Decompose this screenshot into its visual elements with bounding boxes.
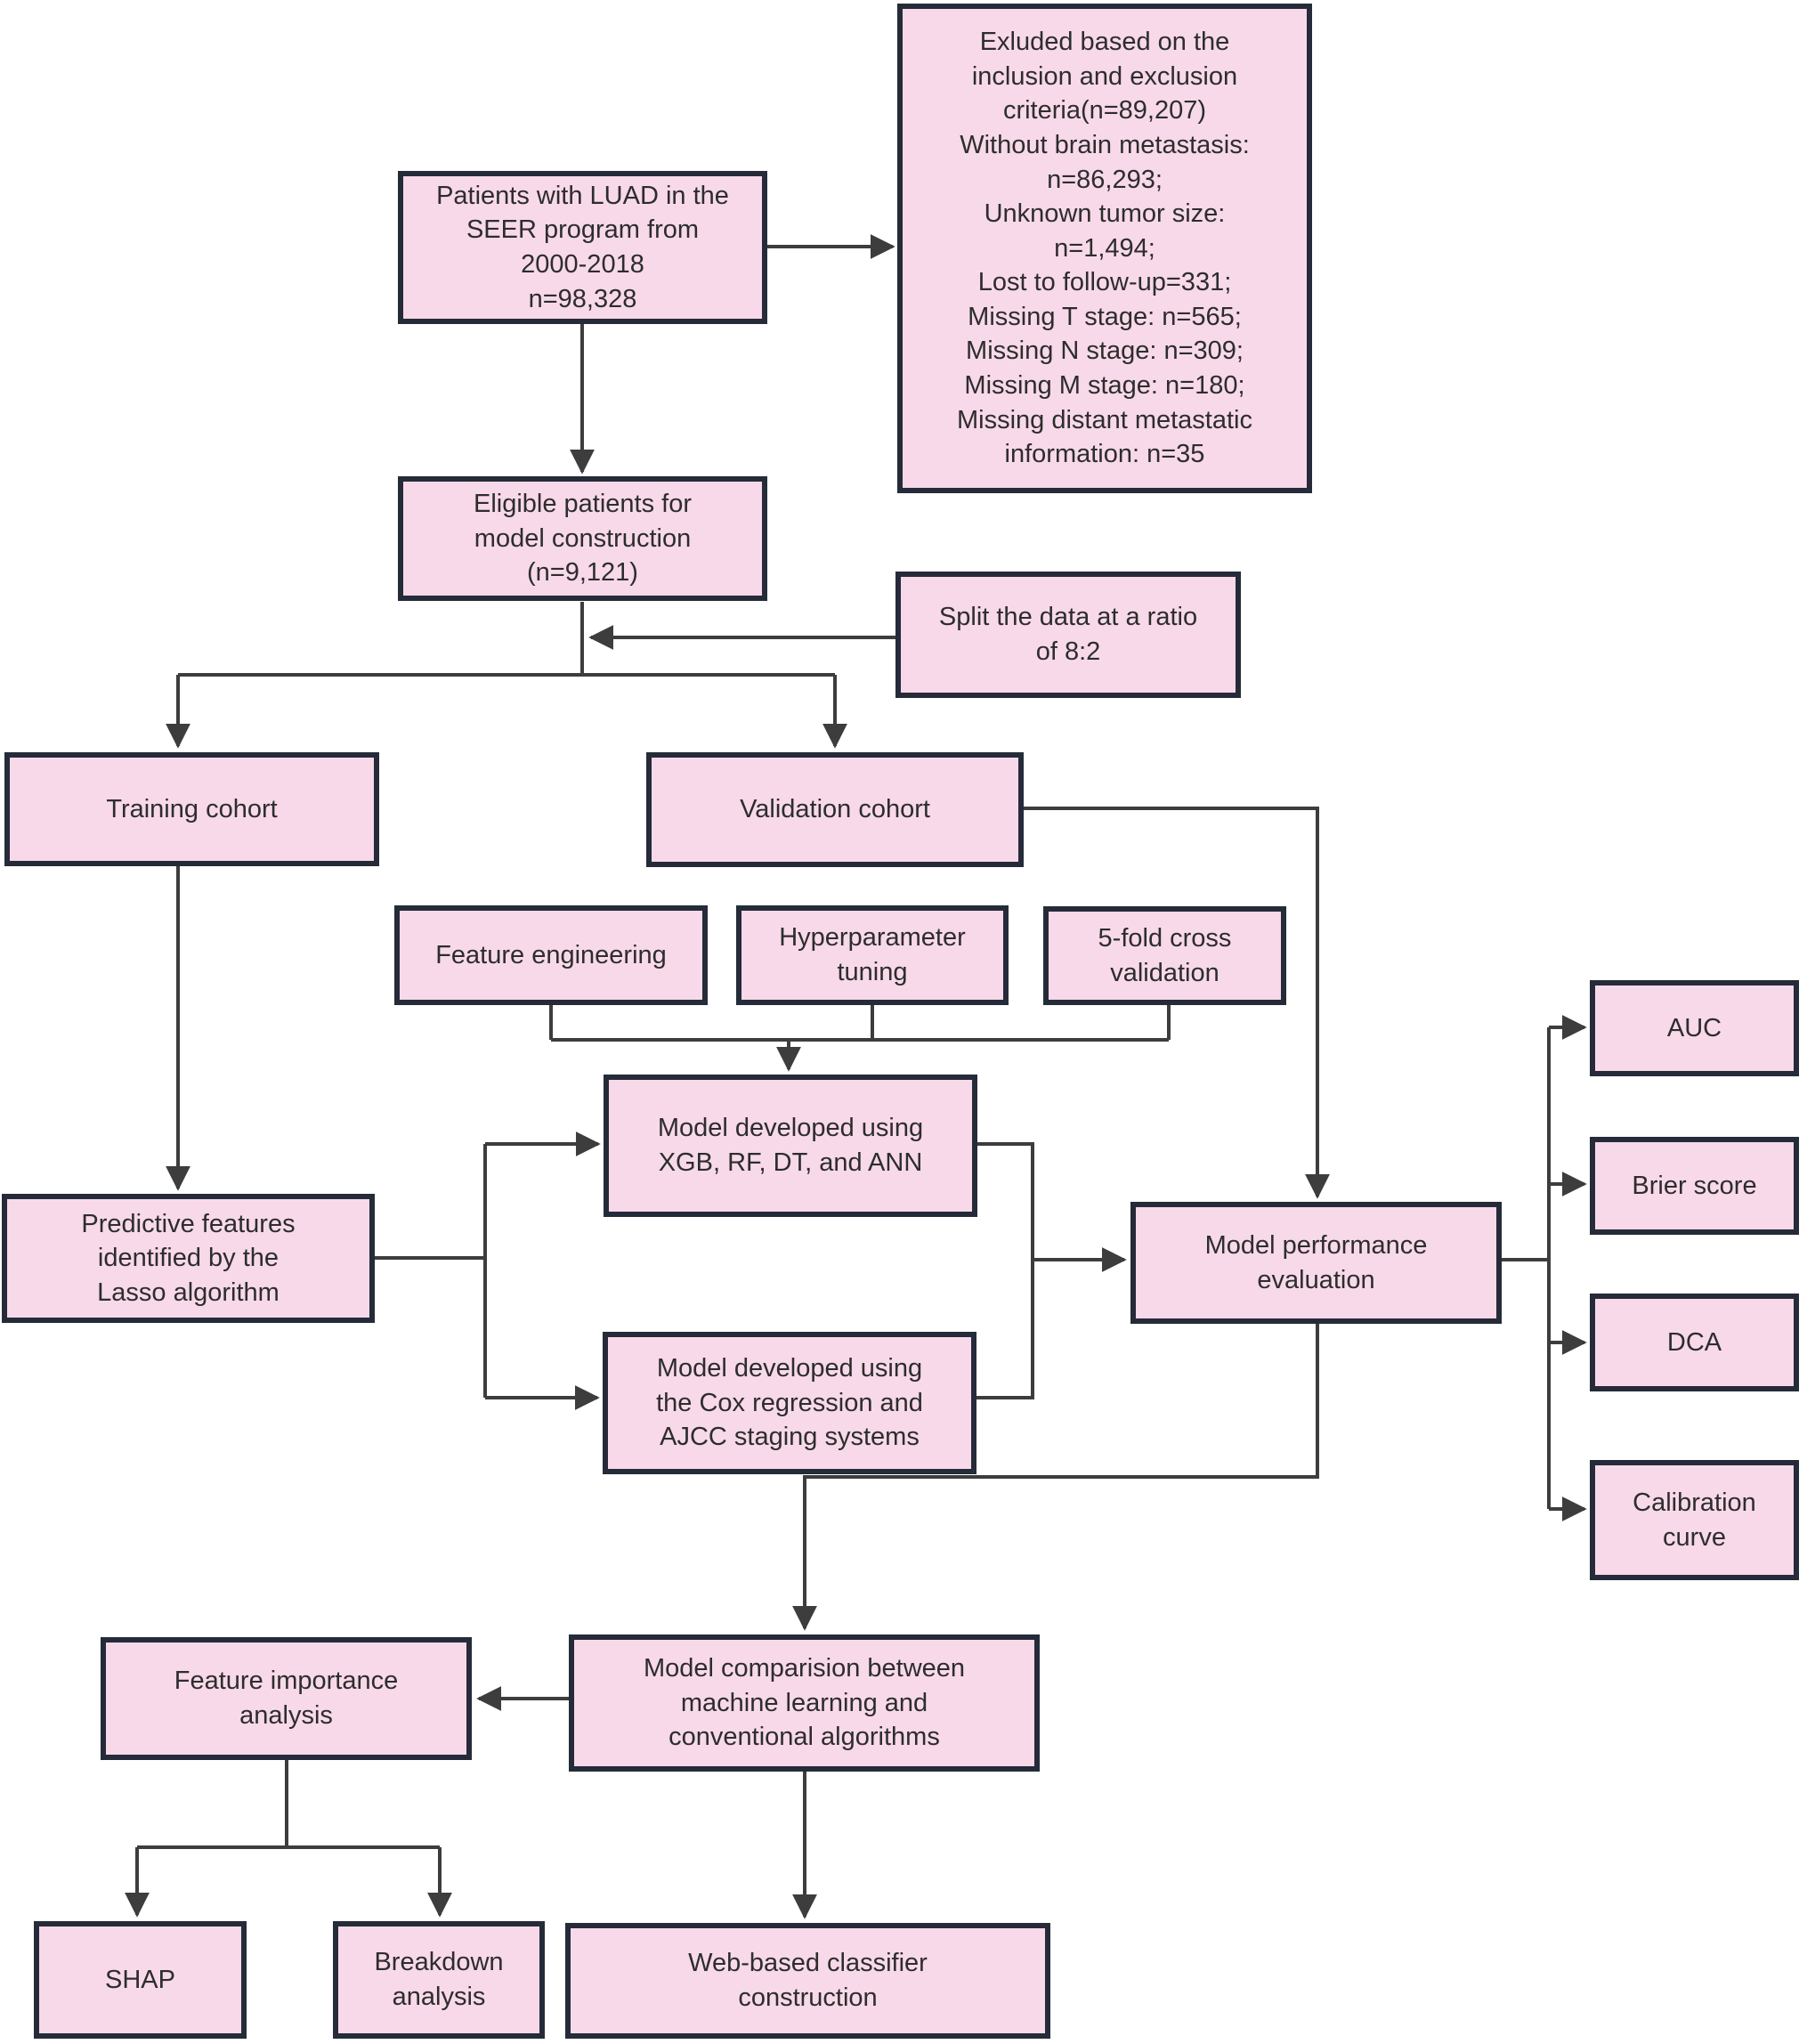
node-eligible-patients: Eligible patients for model construction… — [398, 476, 767, 601]
node-feature-engineering-label: Feature engineering — [435, 940, 667, 969]
node-training-cohort: Training cohort — [4, 752, 379, 866]
node-patients-luad-label: Patients with LUAD in the SEER program f… — [436, 181, 729, 313]
node-web-classifier-label: Web-based classifier construction — [688, 1949, 928, 2012]
node-validation-cohort: Validation cohort — [646, 752, 1024, 867]
edge-coxmodel-out — [976, 1260, 1034, 1399]
node-cox-models: Model developed using the Cox regression… — [603, 1332, 976, 1474]
node-five-fold-cv: 5-fold cross validation — [1043, 906, 1286, 1005]
node-brier-score-label: Brier score — [1632, 1171, 1757, 1200]
node-validation-cohort-label: Validation cohort — [740, 795, 930, 824]
node-web-classifier: Web-based classifier construction — [565, 1923, 1050, 2039]
node-hyperparameter-tuning-label: Hyperparameter tuning — [779, 923, 966, 986]
node-dca-label: DCA — [1666, 1327, 1722, 1357]
edge-validation-to-performance — [1024, 807, 1330, 1199]
node-feature-importance: Feature importance analysis — [101, 1637, 472, 1760]
node-brier-score: Brier score — [1590, 1137, 1799, 1235]
node-predictive-features-label: Predictive features identified by the La… — [81, 1209, 296, 1307]
node-hyperparameter-tuning: Hyperparameter tuning — [736, 905, 1009, 1005]
node-calibration-curve-label: Calibration curve — [1633, 1488, 1756, 1552]
node-shap-label: SHAP — [105, 1965, 175, 1994]
node-excluded-criteria-label: Exluded based on the inclusion and exclu… — [956, 28, 1252, 469]
node-excluded-criteria: Exluded based on the inclusion and exclu… — [897, 4, 1312, 493]
node-model-comparison-label: Model comparision between machine learni… — [643, 1654, 966, 1752]
node-split-ratio-label: Split the data at a ratio of 8:2 — [938, 603, 1198, 666]
node-performance-evaluation-label: Model performance evaluation — [1204, 1230, 1428, 1294]
node-eligible-patients-label: Eligible patients for model construction… — [473, 490, 693, 588]
node-cox-models-label: Model developed using the Cox regression… — [656, 1354, 923, 1452]
node-breakdown-analysis: Breakdown analysis — [333, 1921, 545, 2039]
node-shap: SHAP — [34, 1921, 247, 2039]
node-predictive-features: Predictive features identified by the La… — [2, 1194, 375, 1323]
edge-mlmodel-out — [977, 1142, 1034, 1260]
node-auc: AUC — [1590, 980, 1799, 1076]
node-feature-engineering: Feature engineering — [394, 905, 708, 1005]
node-breakdown-analysis-label: Breakdown analysis — [374, 1948, 504, 2011]
edge-performance-to-comparison — [792, 1324, 1319, 1631]
node-training-cohort-label: Training cohort — [106, 794, 278, 823]
node-feature-importance-label: Feature importance analysis — [174, 1667, 399, 1730]
node-model-comparison: Model comparision between machine learni… — [569, 1634, 1040, 1772]
node-ml-models-label: Model developed using XGB, RF, DT, and A… — [657, 1114, 924, 1177]
node-patients-luad: Patients with LUAD in the SEER program f… — [398, 171, 767, 324]
node-performance-evaluation: Model performance evaluation — [1130, 1202, 1502, 1324]
node-five-fold-cv-label: 5-fold cross validation — [1098, 923, 1232, 987]
node-split-ratio: Split the data at a ratio of 8:2 — [895, 572, 1241, 698]
node-ml-models: Model developed using XGB, RF, DT, and A… — [604, 1075, 977, 1217]
node-dca: DCA — [1590, 1294, 1799, 1391]
node-auc-label: AUC — [1666, 1013, 1722, 1042]
node-calibration-curve: Calibration curve — [1590, 1460, 1799, 1580]
